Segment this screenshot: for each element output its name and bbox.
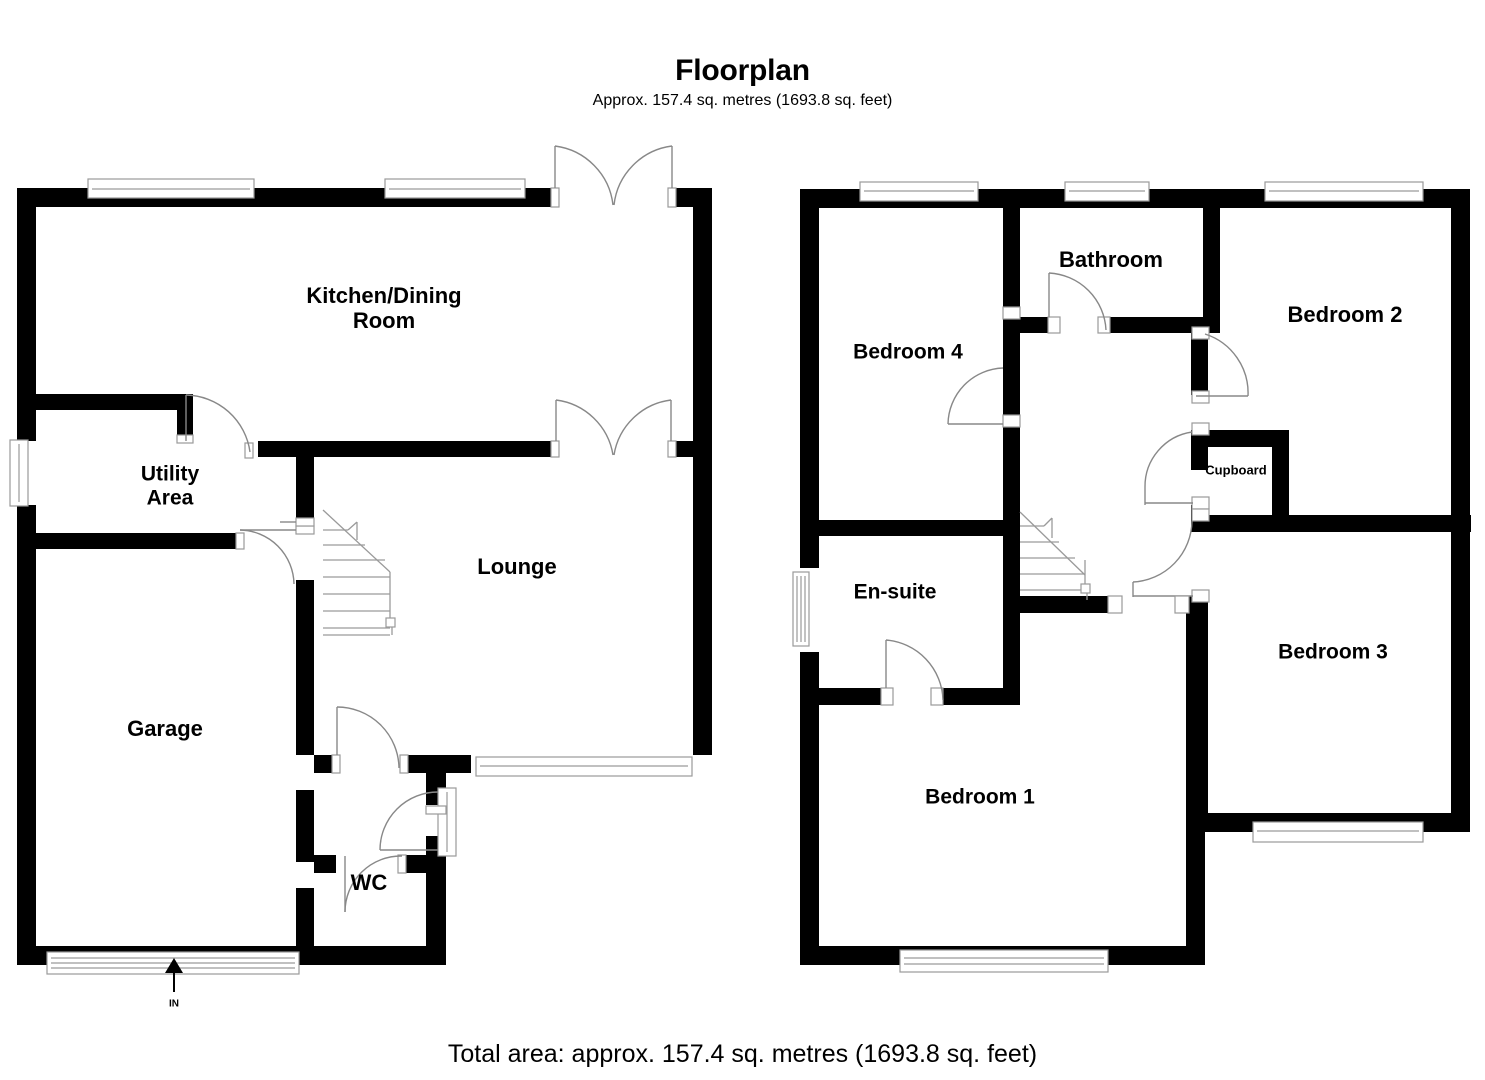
door-bedroom2 xyxy=(1191,326,1249,404)
first-floor-windows xyxy=(792,181,1424,973)
page-title: Floorplan xyxy=(675,54,810,87)
door-bedroom3 xyxy=(1132,508,1210,603)
page-subtitle: Approx. 157.4 sq. metres (1693.8 sq. fee… xyxy=(592,92,893,109)
label-bedroom-2: Bedroom 2 xyxy=(1288,302,1403,327)
plan-footer: Total area: approx. 157.4 sq. metres (16… xyxy=(0,1040,1485,1068)
door-kitchen-lounge-french xyxy=(550,399,677,458)
ground-floor-windows xyxy=(9,178,693,975)
door-bedroom1 xyxy=(1107,595,1190,614)
label-bedroom-4: Bedroom 4 xyxy=(853,341,963,364)
first-floor-walls xyxy=(800,189,1471,965)
label-wc: WC xyxy=(351,870,388,895)
first-floor-doors xyxy=(880,272,1249,706)
door-cupboard xyxy=(1144,422,1210,510)
staircase-first xyxy=(1019,511,1091,600)
window-bedroom2-top xyxy=(1264,181,1424,202)
door-hall-lounge xyxy=(280,517,315,527)
label-en-suite: En-suite xyxy=(854,581,937,604)
label-cupboard: Cupboard xyxy=(1205,462,1266,477)
window-bedroom3-bottom xyxy=(1252,821,1424,843)
label-lounge: Lounge xyxy=(477,554,556,579)
ground-floor-plan: IN Kitchen/Dining Room Utility Area Loun… xyxy=(9,145,712,1010)
door-utility-hall xyxy=(235,525,315,585)
ground-floor-doors xyxy=(176,145,677,913)
plan-header: Floorplan Approx. 157.4 sq. metres (1693… xyxy=(0,54,1485,112)
label-kitchen-dining-line2: Room xyxy=(353,308,415,333)
in-label: IN xyxy=(169,999,179,1010)
staircase-ground xyxy=(322,509,396,636)
window-utility-side-door xyxy=(9,439,29,507)
label-bathroom: Bathroom xyxy=(1059,247,1163,272)
window-kitchen-top-1 xyxy=(87,178,255,199)
window-wc-side-door xyxy=(437,787,457,857)
door-wc xyxy=(344,805,447,913)
first-floor-plan: Bedroom 4 Bathroom Bedroom 2 Cupboard En… xyxy=(792,181,1471,973)
label-garage: Garage xyxy=(127,716,203,741)
label-utility-area-line2: Area xyxy=(147,487,194,510)
door-entry-side xyxy=(379,791,439,851)
label-bedroom-3: Bedroom 3 xyxy=(1278,641,1388,664)
label-kitchen-dining-line1: Kitchen/Dining xyxy=(306,283,461,308)
ground-floor-walls xyxy=(17,188,712,965)
window-bathroom-top xyxy=(1064,181,1150,202)
door-ensuite xyxy=(880,639,944,706)
door-bathroom xyxy=(1047,272,1111,334)
entrance-in-marker: IN xyxy=(165,958,183,1010)
door-kitchen-french-top xyxy=(550,145,677,208)
door-bedroom4 xyxy=(947,306,1021,428)
window-kitchen-top-2 xyxy=(384,178,526,199)
window-bedroom1-bottom xyxy=(899,949,1109,973)
window-bedroom4-top xyxy=(859,181,979,202)
door-lounge-hall-bottom xyxy=(331,706,409,774)
window-lounge-bottom xyxy=(475,756,693,777)
label-utility-area-line1: Utility xyxy=(141,463,200,486)
label-bedroom-1: Bedroom 1 xyxy=(925,786,1035,809)
window-ensuite-left xyxy=(792,571,810,647)
total-area-text: Total area: approx. 157.4 sq. metres (16… xyxy=(447,1040,1038,1068)
door-kitchen-utility xyxy=(176,394,254,459)
